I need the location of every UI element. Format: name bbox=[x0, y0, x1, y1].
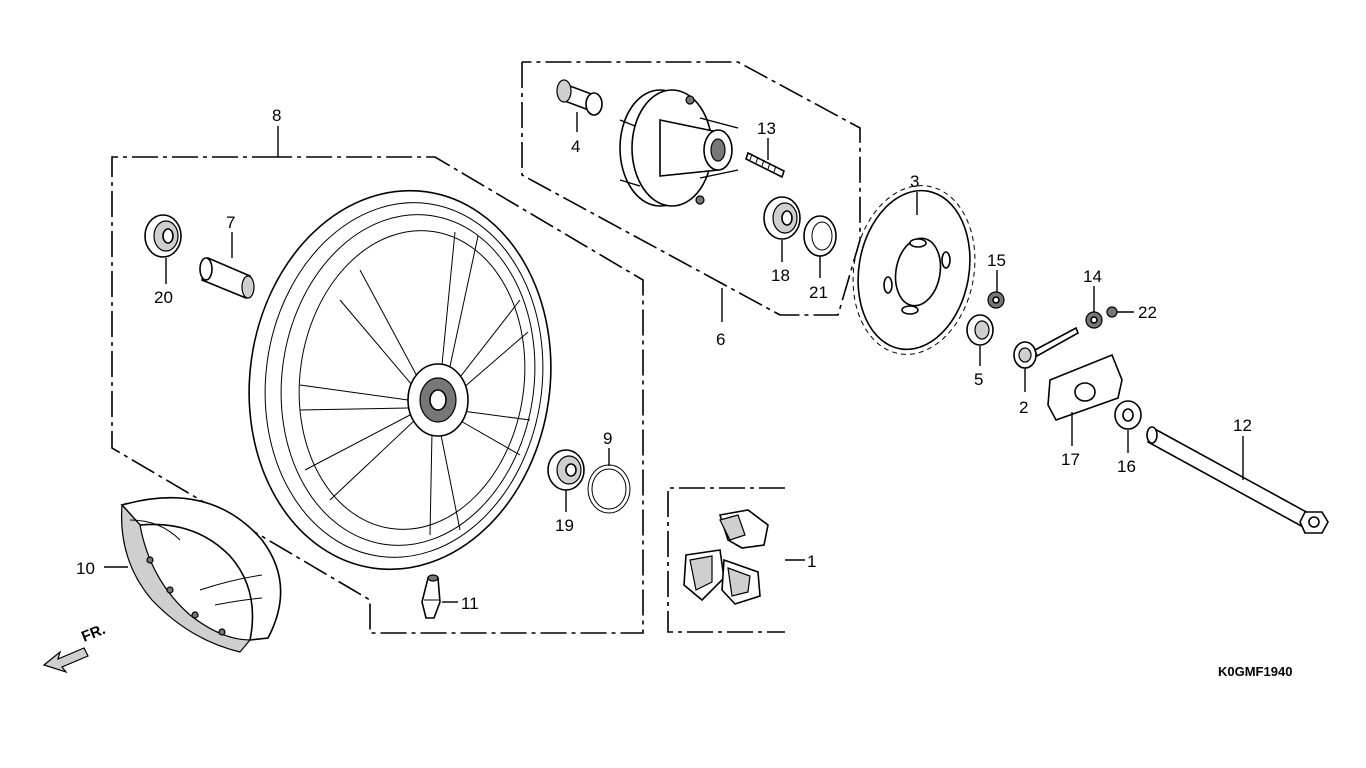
driven-flange bbox=[619, 89, 739, 207]
adjuster-bolt-2 bbox=[1013, 326, 1080, 369]
washer-16 bbox=[1114, 400, 1142, 430]
part-label-16: 16 bbox=[1117, 457, 1136, 476]
bearing-18 bbox=[763, 196, 801, 240]
collar-4 bbox=[556, 79, 603, 116]
group-outline-hub bbox=[521, 61, 861, 316]
damper-rubbers bbox=[683, 509, 769, 605]
cast-wheel bbox=[248, 189, 552, 571]
tire-segment bbox=[120, 496, 282, 653]
group-outline-damper bbox=[667, 487, 785, 633]
bearing-19 bbox=[547, 449, 585, 491]
part-label-6: 6 bbox=[716, 330, 725, 349]
part-label-9: 9 bbox=[603, 429, 612, 448]
part-label-3: 3 bbox=[910, 172, 919, 191]
front-direction-label: FR. bbox=[79, 621, 108, 646]
part-label-21: 21 bbox=[809, 283, 828, 302]
diagram-code: K0GMF1940 bbox=[1218, 664, 1292, 679]
nut-14 bbox=[1085, 311, 1103, 329]
part-label-12: 12 bbox=[1233, 416, 1252, 435]
part-number-labels: 1 2 3 4 5 6 7 8 9 10 11 12 13 14 15 16 1… bbox=[76, 106, 1252, 613]
part-label-7: 7 bbox=[226, 213, 235, 232]
nut-22 bbox=[1106, 306, 1118, 318]
bearing-20 bbox=[144, 214, 182, 258]
part-label-10: 10 bbox=[76, 559, 95, 578]
air-valve bbox=[421, 574, 441, 619]
part-label-15: 15 bbox=[987, 251, 1006, 270]
collar-5 bbox=[966, 314, 994, 346]
stud-13 bbox=[745, 151, 785, 179]
part-label-11: 11 bbox=[461, 594, 479, 613]
leader-lines bbox=[104, 112, 1244, 603]
part-label-5: 5 bbox=[974, 370, 983, 389]
rear-axle-12 bbox=[1146, 426, 1329, 534]
o-ring-9 bbox=[587, 464, 631, 514]
part-label-22: 22 bbox=[1138, 303, 1157, 322]
nut-15 bbox=[987, 291, 1005, 309]
part-label-1: 1 bbox=[807, 552, 816, 571]
part-label-8: 8 bbox=[272, 106, 281, 125]
group-outline-wheel bbox=[111, 156, 644, 634]
adjuster-plate-17 bbox=[1047, 353, 1123, 421]
part-label-19: 19 bbox=[555, 516, 574, 535]
part-label-4: 4 bbox=[571, 137, 580, 156]
part-label-17: 17 bbox=[1061, 450, 1080, 469]
driven-sprocket bbox=[852, 185, 976, 355]
part-label-20: 20 bbox=[154, 288, 173, 307]
part-label-18: 18 bbox=[771, 266, 790, 285]
front-direction-arrow: FR. bbox=[42, 621, 108, 674]
part-label-14: 14 bbox=[1083, 267, 1102, 286]
spacer-7 bbox=[199, 256, 255, 300]
oil-seal-21 bbox=[803, 215, 837, 257]
part-label-13: 13 bbox=[757, 119, 776, 138]
part-label-2: 2 bbox=[1019, 398, 1028, 417]
